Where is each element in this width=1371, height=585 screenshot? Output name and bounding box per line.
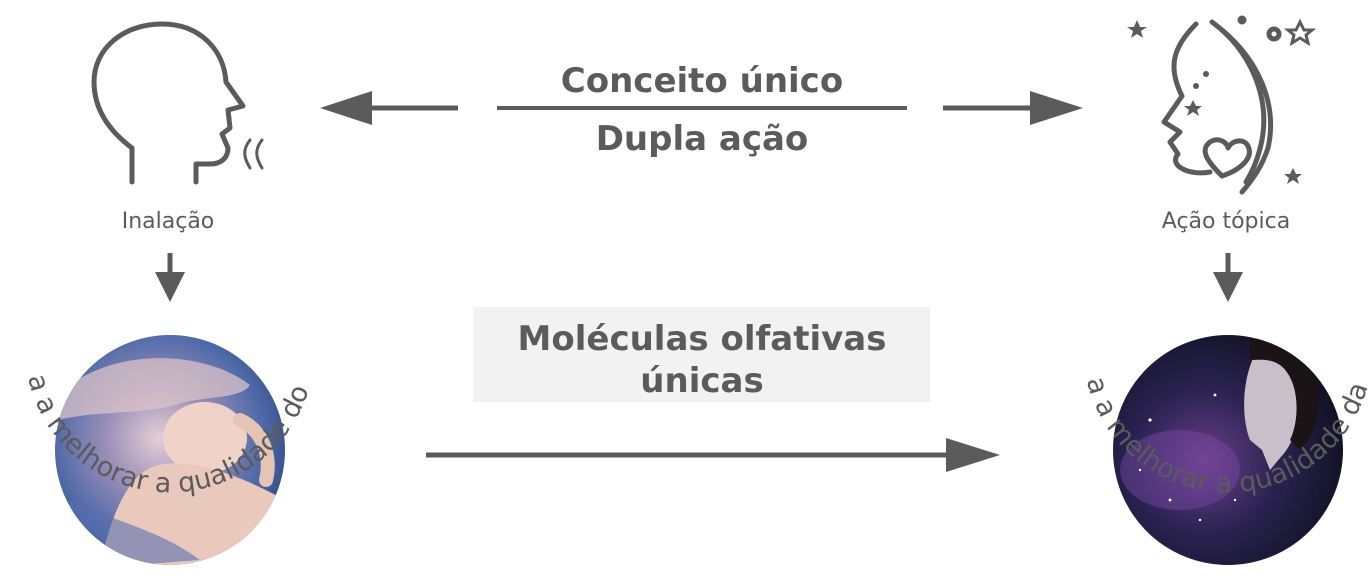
down-arrow-left xyxy=(155,253,185,302)
sparkle-stars xyxy=(1127,18,1317,184)
face-with-stars-heart-icon xyxy=(1161,15,1282,195)
concept-label: Conceito único xyxy=(561,61,843,101)
woman-sleeping-photo xyxy=(55,335,285,565)
molecules-line2: únicas xyxy=(640,361,763,401)
head-inhaling-icon xyxy=(91,21,264,185)
inhalation-label: Inalação xyxy=(122,209,215,234)
woman-cosmic-portrait-photo xyxy=(1113,335,1343,565)
left-arrow xyxy=(320,91,458,125)
flow-arrow xyxy=(426,438,1000,472)
molecules-line1: Moléculas olfativas xyxy=(518,319,887,359)
action-label: Dupla ação xyxy=(596,119,809,159)
right-arrow xyxy=(943,91,1083,125)
topical-action-label: Ação tópica xyxy=(1162,209,1290,234)
down-arrow-right xyxy=(1213,253,1243,302)
molecules-box xyxy=(473,307,930,402)
